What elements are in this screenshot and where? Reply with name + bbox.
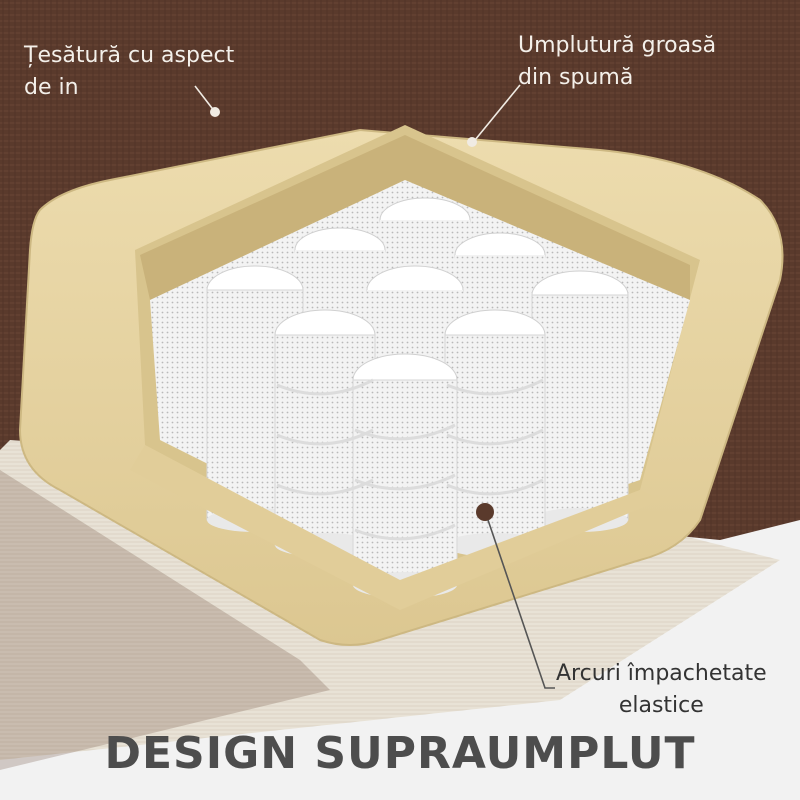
label-springs: Arcuri împachetate elastice	[556, 658, 767, 722]
label-fabric-line2: de in	[24, 75, 79, 100]
spring-6	[531, 270, 629, 532]
foam-front-lip	[130, 445, 660, 610]
label-foam: Umplutură groasă din spumă	[518, 30, 716, 94]
label-foam-line2: din spumă	[518, 65, 634, 90]
callout-springs-pointer	[476, 503, 555, 689]
cavity-back	[140, 135, 690, 300]
label-springs-line1: Arcuri împachetate	[556, 661, 767, 686]
spring-8	[444, 309, 546, 557]
label-fabric: Țesătură cu aspect de in	[24, 40, 234, 104]
callout-foam-pointer	[467, 84, 521, 147]
spring-9	[352, 353, 458, 598]
page-title: DESIGN SUPRAUMPLUT	[104, 728, 696, 779]
label-springs-line2: elastice	[618, 693, 704, 718]
label-fabric-line1: Țesătură cu aspect	[24, 43, 235, 68]
base-edge	[0, 470, 330, 770]
label-foam-line1: Umplutură groasă	[518, 33, 717, 58]
callout-fabric-pointer	[194, 85, 220, 117]
